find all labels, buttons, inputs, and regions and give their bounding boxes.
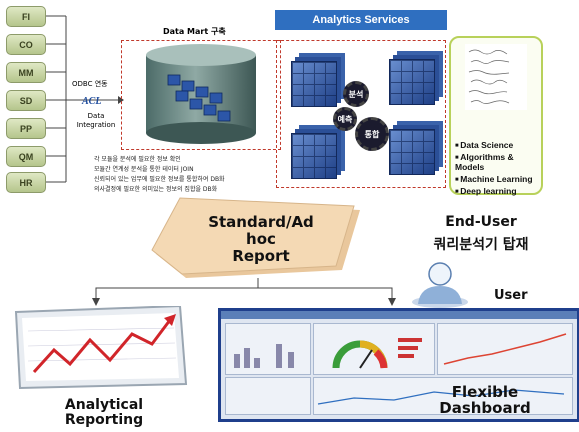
acl-logo: ACL (82, 96, 102, 107)
module-co: CO (6, 34, 46, 55)
cube-icon (389, 129, 435, 175)
cube-icon (291, 133, 337, 179)
analytical-line: Reporting (64, 412, 144, 428)
cube-icon (291, 61, 337, 107)
module-fi: FI (6, 6, 46, 27)
gear-icon: 분석 (343, 81, 369, 107)
dashboard-panel (225, 323, 311, 375)
analytics-list: Data Science Algorithms & Models Machine… (455, 138, 541, 198)
notes-list: 각 모듈을 분석에 필요한 정보 확인 모듈간 연계성 분석을 통한 테이터 J… (94, 153, 225, 194)
gauge-panel (313, 323, 435, 375)
trend-panel (313, 377, 573, 415)
note-item: 신뢰되어 있는 업무에 필요한 정보를 통합하여 DB화 (94, 176, 225, 183)
dashboard-line: Dashboard (439, 399, 531, 417)
report-line: Report (232, 247, 290, 265)
user-label: User (494, 288, 528, 303)
monitor-chart-icon (14, 306, 188, 390)
note-item: 모듈간 연계성 분석을 통한 테이터 JOIN (94, 166, 194, 173)
analytical-reporting-label: Analytical Reporting (36, 398, 172, 428)
integration-label: Data Integration (76, 112, 116, 129)
report-title: Standard/Ad hoc Report (176, 214, 346, 265)
list-item: Deep learning (455, 186, 541, 196)
datamart-box (121, 40, 281, 150)
line-panel (437, 323, 573, 375)
dashboard-titlebar (221, 311, 577, 319)
module-hr: HR (6, 172, 46, 193)
dashboard-line: Flexible (451, 383, 519, 401)
module-pp: PP (6, 118, 46, 139)
note-item: 의사결정에 필요한 의미있는 정보의 집합을 DB화 (94, 186, 218, 193)
datamart-title: Data Mart 구축 (163, 27, 226, 36)
list-item: Machine Learning (455, 174, 541, 184)
dashboard-label: Flexible Dashboard (420, 384, 550, 416)
cube-icon (389, 59, 435, 105)
report-line: hoc (246, 230, 276, 248)
formula-sheet-icon (465, 44, 527, 110)
gear-icon: 통합 (355, 117, 389, 151)
list-item: Algorithms & Models (455, 152, 541, 172)
analytics-box: 분석 예측 통합 (276, 40, 446, 188)
analytical-line: Analytical (64, 397, 144, 413)
module-mm: MM (6, 62, 46, 83)
enduser-title: End-User (445, 214, 517, 230)
note-item: 각 모듈을 분석에 필요한 정보 확인 (94, 156, 181, 163)
enduser-subtitle: 쿼리분석기 탑재 (433, 237, 529, 253)
odbc-label: ODBC 연동 (72, 80, 108, 88)
report-paper-icon (151, 197, 360, 278)
datamart-cylinder-icon (146, 44, 256, 144)
dashboard-panel (225, 377, 311, 415)
user-icon (412, 262, 468, 308)
module-sd: SD (6, 90, 46, 111)
gauge-icon (332, 338, 422, 369)
gear-icon: 예측 (333, 107, 357, 131)
module-qm: QM (6, 146, 46, 167)
analytics-title: Analytics Services (275, 10, 447, 30)
report-line: Standard/Ad (208, 213, 314, 231)
list-item: Data Science (455, 140, 541, 150)
data-science-card: Data Science Algorithms & Models Machine… (449, 36, 543, 198)
dashboard-frame (218, 308, 579, 422)
